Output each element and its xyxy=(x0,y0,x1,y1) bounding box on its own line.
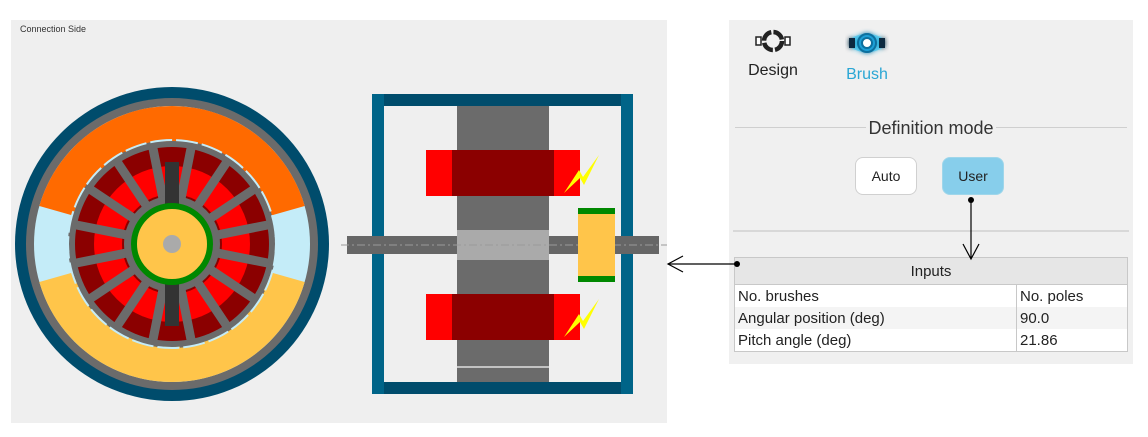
tab-brush-label: Brush xyxy=(846,66,888,83)
side-commutator xyxy=(578,208,615,282)
side-winding-body xyxy=(452,294,554,340)
side-frame-top xyxy=(384,94,621,106)
tooth-tip xyxy=(104,318,128,337)
user-mode-button[interactable]: User xyxy=(942,157,1004,195)
motor-drawing xyxy=(15,87,667,401)
no-brushes-field[interactable]: No. poles xyxy=(1016,284,1128,307)
side-frame-bottom xyxy=(384,382,621,394)
tooth-tip xyxy=(68,211,79,237)
magnet-south xyxy=(39,271,305,383)
row-label: No. brushes xyxy=(734,284,1017,307)
tab-design[interactable]: Design xyxy=(738,28,808,80)
row-label: Pitch angle (deg) xyxy=(734,329,1017,352)
view-label: Connection Side xyxy=(20,24,87,34)
properties-panel: Design Brush Definition mode Auto User xyxy=(729,20,1133,364)
inputs-table-title: Inputs xyxy=(734,257,1128,285)
motor-drawing-canvas: Connection Side xyxy=(11,20,667,423)
shaft-hub xyxy=(163,235,181,253)
tooth-tip xyxy=(179,337,205,348)
row-label: Angular position (deg) xyxy=(734,307,1017,329)
brush-spark-icon xyxy=(564,155,599,193)
brush-icon xyxy=(849,33,885,53)
brush-spark-icon xyxy=(564,299,599,337)
tab-brush[interactable]: Brush xyxy=(832,28,902,84)
tooth-tip xyxy=(139,140,165,151)
tooth-tip xyxy=(68,251,79,277)
tooth-tip xyxy=(246,288,265,312)
magnet-north xyxy=(39,105,305,217)
tooth-tip xyxy=(216,151,240,170)
pitch-angle-field[interactable]: 21.86 xyxy=(1016,329,1128,352)
tooth-tip xyxy=(104,151,128,170)
tab-design-label: Design xyxy=(748,62,798,79)
tooth-tip xyxy=(216,318,240,337)
angular-position-field[interactable]: 90.0 xyxy=(1016,307,1128,329)
slot-openings xyxy=(67,139,277,349)
side-commutator-ring-bottom xyxy=(578,276,615,282)
table-row: Pitch angle (deg) 21.86 xyxy=(734,329,1128,352)
tooth-tip xyxy=(79,288,98,312)
side-commutator-ring-top xyxy=(578,208,615,214)
table-row: Angular position (deg) 90.0 xyxy=(734,307,1128,329)
tooth-tip xyxy=(265,251,276,277)
design-icon xyxy=(755,29,791,53)
tooth-tip xyxy=(179,140,205,151)
side-winding-body xyxy=(452,150,554,196)
auto-mode-button[interactable]: Auto xyxy=(855,157,917,195)
table-row: No. brushes No. poles xyxy=(734,284,1128,307)
tooth-tip xyxy=(139,337,165,348)
tooth-tip xyxy=(265,211,276,237)
definition-mode-title: Definition mode xyxy=(866,118,996,138)
inputs-table: Inputs No. brushes No. poles Angular pos… xyxy=(734,257,1128,352)
tooth-tip xyxy=(246,176,265,200)
tooth-tip xyxy=(79,176,98,200)
section-divider xyxy=(733,230,1129,232)
